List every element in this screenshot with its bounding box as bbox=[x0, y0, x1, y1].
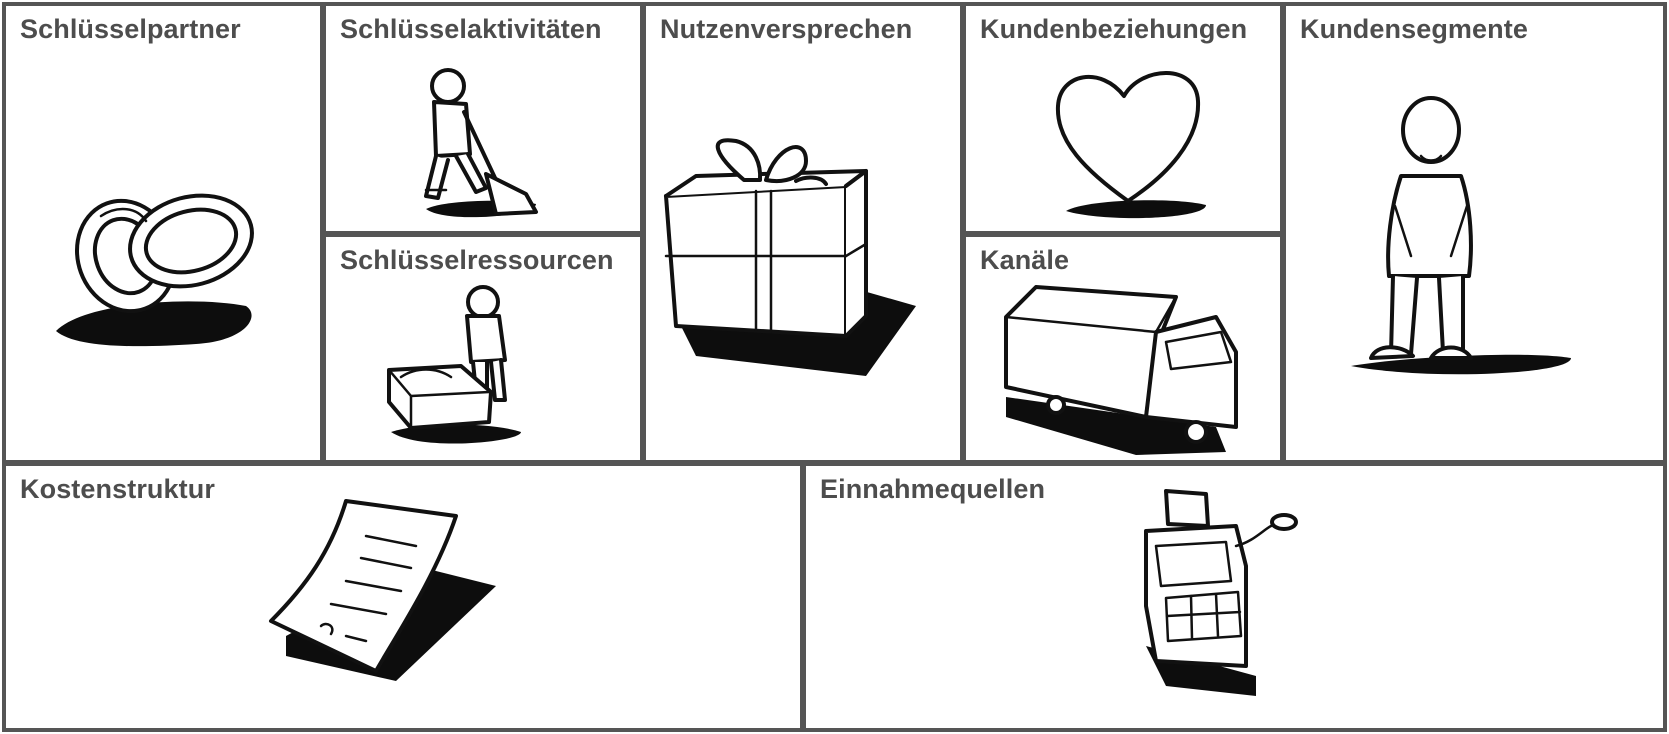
block-customer-segments: Kundensegmente bbox=[1282, 2, 1667, 464]
block-title: Schlüsselpartner bbox=[20, 14, 241, 44]
block-title: Kanäle bbox=[980, 245, 1070, 275]
cash-register-icon bbox=[1144, 489, 1298, 696]
heart-icon bbox=[1055, 71, 1206, 219]
block-customer-relationships: Kundenbeziehungen bbox=[962, 2, 1284, 235]
block-title: Nutzenversprechen bbox=[660, 14, 913, 44]
block-title: Kostenstruktur bbox=[20, 474, 215, 504]
block-channels: Kanäle bbox=[962, 233, 1284, 464]
block-title: Einnahmequellen bbox=[820, 474, 1046, 504]
rings-icon bbox=[56, 193, 254, 347]
block-revenue-streams: Einnahmequellen bbox=[802, 462, 1667, 732]
block-key-partners: Schlüsselpartner bbox=[2, 2, 324, 464]
block-key-resources: Schlüsselressourcen bbox=[322, 233, 644, 464]
standing-person-icon bbox=[1351, 96, 1571, 375]
block-key-activities: Schlüsselaktivitäten bbox=[322, 2, 644, 235]
block-title: Kundensegmente bbox=[1300, 14, 1528, 44]
invoice-icon bbox=[269, 499, 496, 681]
person-with-crate-icon bbox=[387, 285, 521, 444]
block-title: Schlüsselaktivitäten bbox=[340, 14, 602, 44]
block-title: Kundenbeziehungen bbox=[980, 14, 1248, 44]
person-digging-icon bbox=[424, 68, 538, 218]
block-value-propositions: Nutzenversprechen bbox=[642, 2, 964, 464]
block-cost-structure: Kostenstruktur bbox=[2, 462, 804, 732]
gift-icon bbox=[664, 138, 916, 376]
block-title: Schlüsselressourcen bbox=[340, 245, 614, 275]
truck-icon bbox=[1004, 285, 1238, 455]
